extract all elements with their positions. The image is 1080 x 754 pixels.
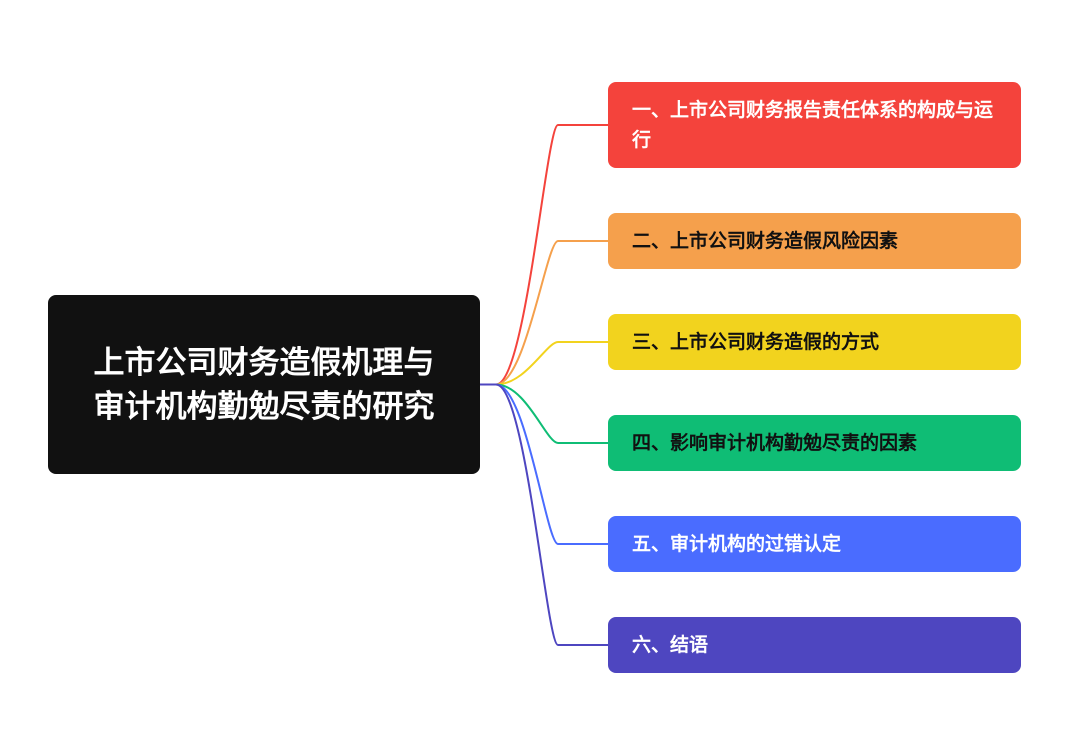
- branch-node-2[interactable]: 二、上市公司财务造假风险因素: [608, 213, 1021, 269]
- branch-label-5: 五、审计机构的过错认定: [632, 533, 842, 555]
- connector-line-3: [495, 341, 608, 386]
- branch-label-1: 一、上市公司财务报告责任体系的构成与运行: [632, 99, 994, 151]
- branch-node-3[interactable]: 三、上市公司财务造假的方式: [608, 314, 1021, 370]
- branch-label-2: 二、上市公司财务造假风险因素: [632, 230, 899, 252]
- branch-node-1[interactable]: 一、上市公司财务报告责任体系的构成与运行: [608, 82, 1021, 168]
- root-title: 上市公司财务造假机理与审计机构勤勉尽责的研究: [93, 344, 435, 425]
- branch-node-6[interactable]: 六、结语: [608, 617, 1021, 673]
- root-node[interactable]: 上市公司财务造假机理与审计机构勤勉尽责的研究: [48, 295, 480, 474]
- branch-label-3: 三、上市公司财务造假的方式: [632, 331, 880, 353]
- connector-line-4: [495, 383, 608, 444]
- connector-line-1: [495, 124, 608, 386]
- branch-node-5[interactable]: 五、审计机构的过错认定: [608, 516, 1021, 572]
- connector-line-5: [495, 383, 608, 545]
- connector-line-2: [495, 240, 608, 386]
- branch-label-6: 六、结语: [632, 634, 709, 656]
- branch-label-4: 四、影响审计机构勤勉尽责的因素: [632, 432, 918, 454]
- branch-node-4[interactable]: 四、影响审计机构勤勉尽责的因素: [608, 415, 1021, 471]
- connector-line-6: [495, 383, 608, 646]
